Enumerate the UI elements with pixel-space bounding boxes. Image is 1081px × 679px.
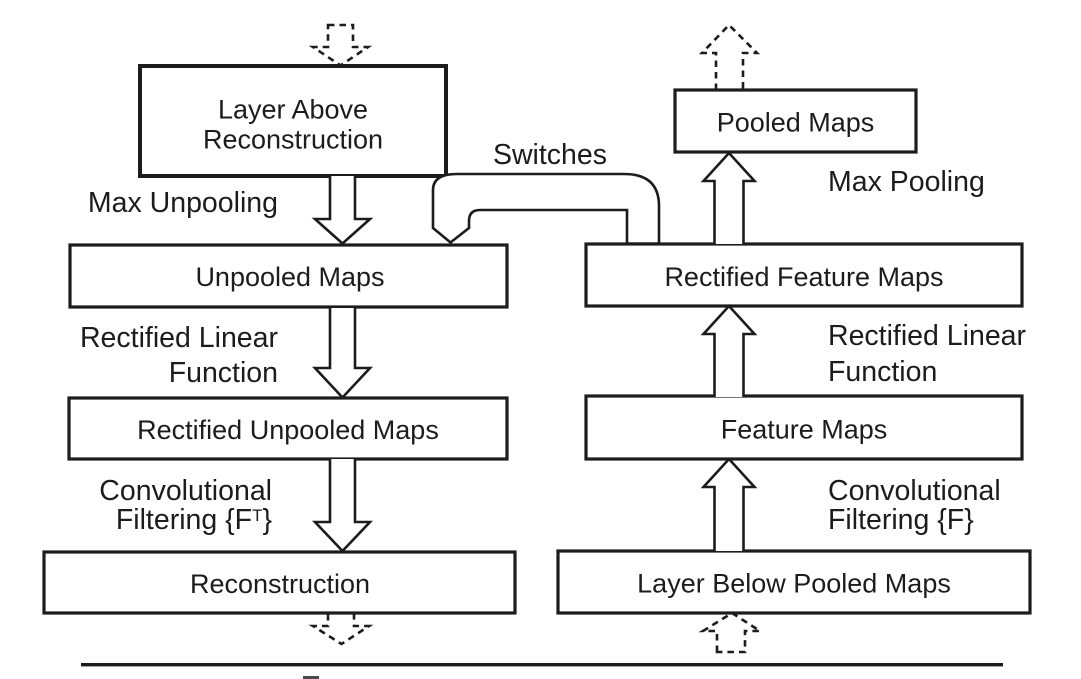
layer-above-label-line1: Layer Above: [218, 95, 368, 125]
bottom-separator-line: [81, 663, 1003, 667]
dashed-arrow-up-bottom-right: [698, 611, 765, 654]
max-unpooling-label: Max Unpooling: [88, 187, 278, 219]
filtering-ft-post: }: [262, 504, 272, 536]
pooled-maps-label: Pooled Maps: [717, 108, 875, 138]
arrow-up-rectified-feature-to-pooled: [700, 151, 758, 244]
layer-below-pooled-maps-label: Layer Below Pooled Maps: [637, 569, 951, 599]
layer-above-label-line2: Reconstruction: [203, 125, 383, 155]
rectified-unpooled-maps-label: Rectified Unpooled Maps: [137, 415, 439, 445]
box-rectified-unpooled-maps: [67, 396, 509, 461]
filtering-ft-pre: Filtering {F: [116, 504, 252, 536]
convolutional-filtering-left-line2: Filtering {FT}: [116, 504, 272, 536]
switches-label: Switches: [493, 139, 607, 171]
switches-connector-arrow: [431, 172, 661, 245]
box-rectified-feature-maps: [584, 242, 1024, 308]
dashed-arrow-down-top-left: [308, 23, 373, 68]
max-pooling-label: Max Pooling: [828, 166, 985, 198]
convolutional-filtering-right-line2: Filtering {F}: [828, 504, 974, 536]
rectified-feature-maps-label: Rectified Feature Maps: [664, 262, 943, 292]
dashed-arrow-up-top-right: [698, 23, 761, 90]
box-unpooled-maps: [68, 243, 509, 309]
reconstruction-label: Reconstruction: [190, 569, 370, 599]
arrow-down-layer-above-to-unpooled: [311, 176, 374, 246]
unpooled-maps-label: Unpooled Maps: [195, 262, 384, 292]
rectified-linear-left-line2: Function: [169, 357, 278, 389]
rectified-linear-left-line1: Rectified Linear: [80, 322, 279, 354]
arrow-up-feature-to-rectified-feature: [700, 304, 758, 397]
arrow-down-unpooled-to-rectified-unpooled: [312, 308, 373, 400]
box-feature-maps: [584, 394, 1024, 461]
convolutional-filtering-left-line1: Convolutional: [99, 475, 272, 507]
arrow-up-layer-below-to-feature: [700, 457, 758, 551]
rectified-linear-right-line1: Rectified Linear: [828, 320, 1027, 352]
arrow-down-rectified-unpooled-to-reconstruction: [311, 459, 374, 553]
rectified-linear-right-line2: Function: [828, 356, 937, 388]
cropped-text-fragment: [303, 676, 319, 679]
feature-maps-label: Feature Maps: [721, 415, 888, 445]
filtering-ft-superscript: T: [252, 506, 262, 525]
box-reconstruction: [42, 550, 517, 615]
convolutional-filtering-right-line1: Convolutional: [828, 475, 1001, 507]
box-layer-below-pooled-maps: [556, 549, 1032, 615]
box-pooled-maps: [673, 88, 918, 154]
box-layer-above-reconstruction: [138, 64, 448, 178]
dashed-arrow-down-bottom-left: [308, 614, 374, 646]
